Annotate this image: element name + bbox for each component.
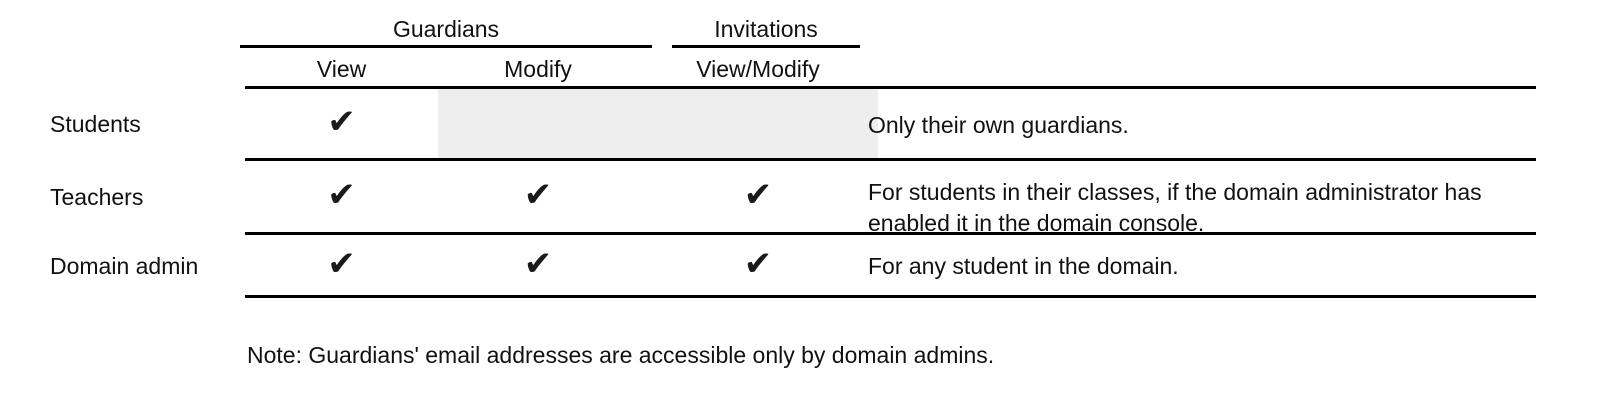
column-header-view: View	[316, 56, 367, 82]
column-header-modify: Modify	[504, 56, 572, 82]
group-header-guardians-rule	[240, 45, 652, 48]
check-icon: ✔	[523, 175, 553, 215]
row-description-domain-admin: For any student in the domain.	[868, 253, 1179, 279]
table-rule-header	[245, 86, 1536, 89]
row-description-students: Only their own guardians.	[868, 112, 1129, 138]
check-icon: ✔	[743, 244, 773, 284]
group-header-invitations: Invitations	[714, 16, 818, 42]
check-icon: ✔	[327, 102, 356, 142]
group-header-guardians: Guardians	[392, 16, 500, 42]
column-header-view-modify: View/Modify	[696, 56, 820, 82]
row-label-domain-admin: Domain admin	[50, 253, 199, 279]
check-icon: ✔	[523, 244, 553, 284]
table-row: Domain admin ✔ ✔ ✔ For any student in th…	[0, 235, 1600, 295]
check-icon: ✔	[327, 244, 356, 284]
table-row: Teachers ✔ ✔ ✔ For students in their cla…	[0, 161, 1600, 236]
check-icon: ✔	[743, 175, 773, 215]
row-description-teachers: For students in their classes, if the do…	[868, 179, 1482, 236]
group-header-invitations-rule	[672, 45, 860, 48]
table-row: Students ✔ Only their own guardians.	[0, 89, 1600, 158]
table-rule-after-students	[245, 158, 1536, 161]
row-label-teachers: Teachers	[50, 184, 144, 210]
table-note: Note: Guardians' email addresses are acc…	[247, 342, 995, 368]
table-rule-bottom	[245, 295, 1536, 298]
group-header-row: Guardians Invitations	[0, 14, 1600, 48]
row-label-students: Students	[50, 111, 141, 137]
column-header-row: View Modify View/Modify	[0, 54, 1600, 84]
table-rule-after-teachers	[245, 232, 1536, 235]
students-disabled-cells-shading	[438, 89, 878, 158]
check-icon: ✔	[327, 175, 356, 215]
